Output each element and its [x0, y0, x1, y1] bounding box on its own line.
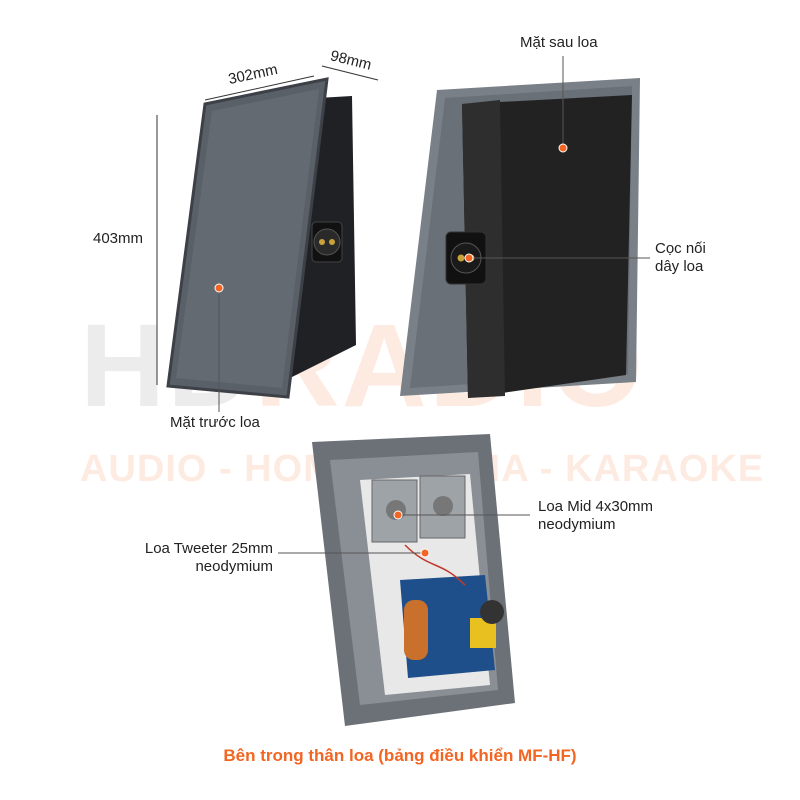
- mid-label-line1: Loa Mid 4x30mm: [538, 498, 654, 515]
- mid-driver-label: Loa Mid 4x30mm neodymium: [538, 498, 653, 534]
- terminal-label-line1: Cọc nối: [655, 240, 706, 257]
- back-speaker: [400, 78, 640, 398]
- tweeter-label-line2: neodymium: [195, 558, 273, 575]
- mid-label-line2: neodymium: [538, 516, 616, 533]
- inside-speaker: [312, 434, 515, 726]
- tweeter-label: Loa Tweeter 25mm neodymium: [133, 540, 273, 576]
- terminal-label-line2: dây loa: [655, 258, 704, 275]
- annotation-leaders: [214, 56, 650, 558]
- caption: Bên trong thân loa (bảng điều khiển MF-H…: [223, 746, 577, 765]
- back-label: Mặt sau loa: [520, 34, 598, 51]
- front-label: Mặt trước loa: [170, 414, 260, 431]
- dimension-lines: [156, 65, 379, 385]
- tweeter-label-line1: Loa Tweeter 25mm: [144, 540, 273, 557]
- height-dimension: 403mm: [93, 230, 144, 247]
- terminal-label: Cọc nối dây loa: [655, 240, 706, 276]
- front-speaker: [166, 77, 356, 399]
